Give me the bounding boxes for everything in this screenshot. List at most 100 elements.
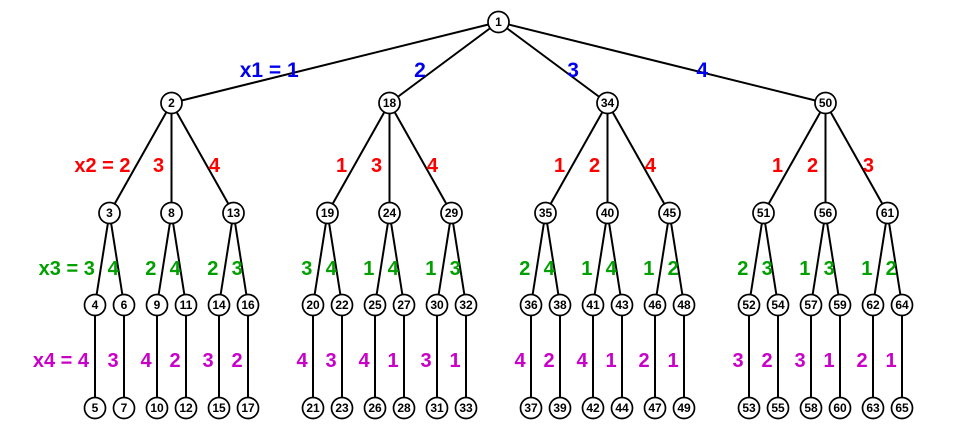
tree-edge [810,212,827,306]
tree-node: 31 [425,396,449,420]
edge-label: 1 [823,350,834,372]
tree-node-circle [519,396,543,420]
tree-edge [824,102,889,214]
edge-label: 1 [387,350,398,372]
tree-node: 44 [610,396,634,420]
tree-node: 34 [596,91,619,115]
edge-label: 1 [554,155,565,177]
tree-node: 8 [160,201,183,225]
edge-label: 3 [153,155,164,177]
tree-node: 16 [236,293,260,317]
tree-node-number: 45 [663,206,677,220]
edge-label: 4 [326,258,338,280]
edge-label: 1 [449,350,460,372]
tree-node: 14 [207,293,231,317]
tree-node-circle [799,293,823,317]
tree-edge [232,212,249,306]
tree-edge [156,212,173,306]
tree-node-circle [890,396,914,420]
tree-node-circle [643,293,667,317]
edge-label: 3 [762,258,773,280]
tree-edge [171,21,499,104]
tree-node-number: 18 [383,96,397,110]
tree-edge [497,21,609,104]
edge-label: 1 [425,258,436,280]
tree-node-circle [222,201,245,225]
tree-node-circle [766,293,790,317]
tree-node: 19 [316,201,339,225]
tree-node-circle [799,396,823,420]
tree-node-number: 62 [866,298,880,312]
tree-node-circle [672,396,696,420]
edge-label: 2 [519,258,530,280]
tree-node-circle [814,201,837,225]
tree-edge [388,102,453,214]
tree-node-circle [160,201,183,225]
tree-edge [592,212,609,306]
edge-label: 4 [209,155,221,177]
tree-node-circle [596,91,619,115]
tree-node-circle [330,293,354,317]
tree-node-number: 34 [601,96,615,110]
tree-node: 40 [596,201,619,225]
tree-node-circle [363,293,387,317]
tree-node-number: 46 [648,298,662,312]
tree-node: 29 [440,201,463,225]
tree-node: 10 [145,396,169,420]
edge-label: 1 [363,258,374,280]
tree-node-number: 14 [212,298,226,312]
tree-node-number: 33 [459,401,473,415]
tree-node-number: 36 [524,298,538,312]
tree-node-circle [98,201,121,225]
tree-node-circle [861,396,885,420]
tree-node-number: 48 [677,298,691,312]
edge-label: 3 [567,59,579,82]
tree-node-number: 47 [648,401,662,415]
tree-node-circle [83,396,107,420]
tree-node-circle [174,293,198,317]
tree-node-number: 2 [168,96,175,110]
tree-node-number: 64 [895,298,909,312]
edge-label: 4 [140,350,152,372]
tree-node: 35 [534,201,557,225]
tree-edge [312,212,329,306]
tree-edge [170,102,235,214]
tree-edge [748,212,765,306]
tree-node-circle [581,293,605,317]
tree-node-circle [301,396,325,420]
edge-label: 2 [543,350,554,372]
tree-node-circle [737,293,761,317]
tree-node-number: 58 [804,401,818,415]
edge-label: 1 [861,258,872,280]
edge-label: 3 [202,350,213,372]
tree-node: 49 [672,396,696,420]
edge-label: 4 [606,258,618,280]
tree-node-number: 24 [383,206,397,220]
edge-label: 2 [207,258,218,280]
edge-label: 2 [856,350,867,372]
tree-node-number: 17 [241,401,255,415]
tree-node-circle [828,396,852,420]
tree-edge [388,212,405,306]
tree-node: 45 [658,201,681,225]
edge-label: x3 = 3 [39,258,95,280]
tree-edge [498,21,826,104]
edge-label: 1 [885,350,896,372]
tree-node: 27 [392,293,416,317]
tree-node-number: 63 [866,401,880,415]
tree-node: 56 [814,201,837,225]
tree-node-circle [548,293,572,317]
edge-label: 3 [732,350,743,372]
tree-node: 59 [828,293,852,317]
tree-node-number: 54 [771,298,785,312]
tree-node-number: 10 [150,401,164,415]
tree-node-circle [378,201,401,225]
tree-node-circle [548,396,572,420]
tree-edge [388,21,500,104]
edge-label: 3 [371,155,382,177]
tree-node: 51 [752,201,775,225]
edge-label: 2 [169,350,180,372]
tree-node: 62 [861,293,885,317]
edge-label: 1 [336,155,347,177]
